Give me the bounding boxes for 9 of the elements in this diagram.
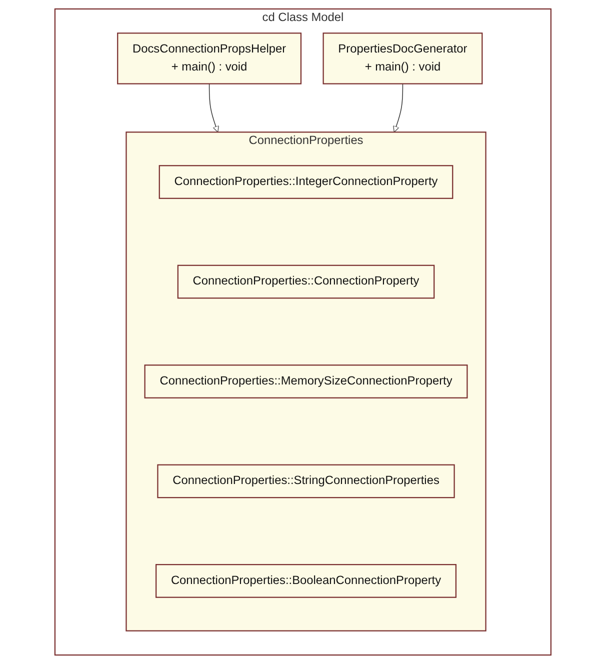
node-box: ConnectionProperties::MemorySizeConnectionProperty	[144, 364, 468, 398]
arrow	[208, 82, 219, 132]
node-box: DocsConnectionPropsHelper + main() : void	[116, 32, 302, 84]
node-box: ConnectionProperties::IntegerConnectionProperty	[158, 164, 453, 198]
node-box: ConnectionProperties::ConnectionProperty	[176, 264, 434, 298]
node-box: ConnectionProperties::BooleanConnectionProperty	[155, 564, 456, 598]
node-box: ConnectionProperties::StringConnectionProperties	[156, 464, 454, 498]
arrow	[392, 82, 403, 132]
node-box: PropertiesDocGenerator + main() : void	[322, 32, 482, 84]
